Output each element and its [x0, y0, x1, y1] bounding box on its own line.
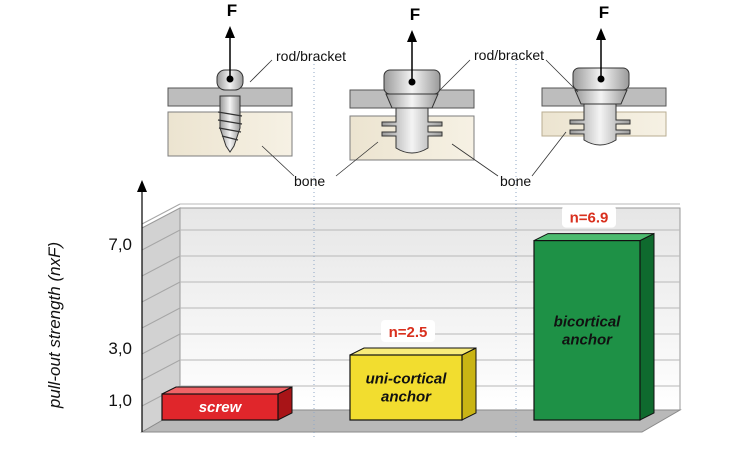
gridline-side — [141, 359, 181, 381]
bar-top — [349, 347, 477, 356]
value-label-bg — [562, 205, 616, 228]
rod-pointer-1 — [249, 59, 273, 83]
bar-side — [461, 347, 477, 421]
y-tick-label: 7,0 — [108, 235, 132, 254]
force-arrowhead-2 — [407, 30, 417, 42]
screw-body — [219, 95, 241, 153]
force-label-1: F — [227, 1, 237, 20]
y-axis-arrow — [137, 180, 147, 192]
unicortical-illustration: F rod/bracket bone — [294, 5, 544, 189]
bar — [533, 240, 641, 421]
force-arrowhead-3 — [596, 28, 606, 40]
bone-pointer-2b — [451, 143, 499, 177]
bar-top — [161, 386, 293, 395]
y-tick-label: 1,0 — [108, 391, 132, 410]
bi-anchor-collar — [574, 89, 628, 105]
uni-anchor-body — [381, 99, 443, 154]
bar — [161, 393, 279, 421]
rod-pointer-2 — [439, 59, 471, 91]
y-tick-labels: 1,0 3,0 7,0 — [108, 235, 132, 410]
bone-pointer-1 — [261, 145, 295, 177]
rod-pointer-3 — [545, 59, 579, 93]
uni-anchor-collar — [385, 93, 439, 109]
rod-label-1: rod/bracket — [276, 48, 346, 64]
bar — [349, 354, 463, 421]
value-label-bg — [381, 320, 435, 342]
force-label-3: F — [599, 3, 609, 22]
y-axis-label: pull-out strength (nxF) — [45, 242, 64, 409]
force-arrowhead-1 — [225, 26, 235, 38]
bone-label-2: bone — [500, 173, 531, 189]
bicortical-illustration: F bone — [500, 3, 667, 189]
screw-illustration: F rod/bracket — [167, 1, 346, 177]
bi-anchor-body — [569, 97, 631, 146]
rod-label-2: rod/bracket — [474, 47, 544, 63]
bar-top — [533, 233, 655, 242]
bar-value-label: n=2.5 — [389, 324, 428, 341]
gridline-side — [141, 203, 181, 225]
bar-category-label: screw — [199, 399, 243, 416]
bar-value-label: n=6.9 — [570, 210, 609, 227]
gridline-side — [141, 281, 181, 303]
force-label-2: F — [410, 5, 420, 24]
screw-thread — [217, 111, 243, 141]
gridline-side — [141, 255, 181, 277]
gridline-side — [141, 307, 181, 329]
bone-pointer-2a — [335, 141, 379, 177]
y-tick-label: 3,0 — [108, 339, 132, 358]
bar-side — [639, 232, 655, 421]
gridline-side — [141, 229, 181, 251]
bone-label-1: bone — [294, 173, 325, 189]
bone-pointer-3 — [531, 131, 567, 177]
gridline-side — [141, 333, 181, 355]
